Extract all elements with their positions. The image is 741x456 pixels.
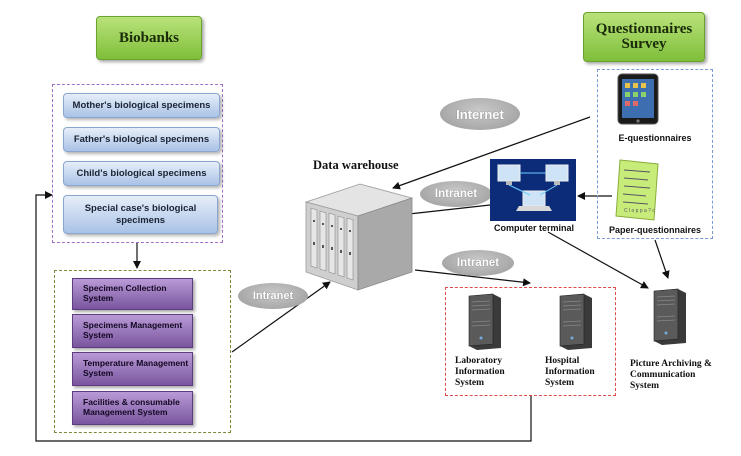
data-warehouse-title: Data warehouse [313, 158, 399, 172]
intranet-cloud-top: Intranet [420, 181, 492, 207]
biobank-item-label: Father's biological specimens [73, 133, 210, 145]
laboratory-server-icon [468, 293, 501, 350]
intranet-label: Intranet [456, 257, 500, 269]
questionnaires-group [597, 69, 713, 239]
biobank-item-mother: Mother's biological specimens [63, 93, 220, 118]
biobank-group [52, 84, 223, 243]
questionnaires-survey-title: Questionnaires Survey [583, 12, 705, 62]
biobank-item-label: Child's biological specimens [76, 167, 207, 179]
intranet-label: Intranet [434, 188, 478, 200]
arrow-equestionnaire-to-warehouse [392, 116, 591, 190]
computer-terminal-label: Computer terminal [493, 223, 574, 233]
intranet-label: Intranet [252, 290, 294, 302]
hospital-system-label: Hospital Information System [545, 356, 595, 388]
hospital-server-icon [559, 293, 592, 350]
system-label: Specimens Management System [83, 320, 183, 340]
system-specimen-collection: Specimen Collection System [72, 278, 193, 310]
pacs-system-label: Picture Archiving & Communication System [630, 359, 712, 391]
internet-label: Internet [456, 106, 504, 122]
computer-terminal-icon [490, 159, 576, 221]
system-label: Specimen Collection System [83, 283, 167, 303]
arrow-terminal-to-warehouse [399, 204, 491, 219]
system-specimens-management: Specimens Management System [72, 314, 193, 348]
intranet-cloud-middle: Intranet [442, 250, 514, 276]
questionnaires-title-line2: Survey [621, 36, 667, 52]
info-systems-group [445, 287, 616, 396]
arrow-paper-to-pacs [654, 239, 670, 279]
system-label: Facilities & consumable Management Syste… [83, 397, 180, 417]
arrow-systems-to-warehouse [231, 281, 331, 353]
e-questionnaires-label: E-questionnaires [618, 133, 692, 143]
laboratory-system-label: Laboratory Information System [455, 356, 505, 388]
paper-questionnaire-icon: C l o p p a ? c [615, 159, 659, 221]
arrow-terminal-to-pacs [547, 231, 649, 289]
biobanks-title: Biobanks [96, 16, 202, 60]
data-warehouse-server-icon [304, 183, 414, 291]
paper-questionnaires-label: Paper-questionnaires [608, 225, 702, 235]
tablet-icon [617, 73, 659, 125]
system-temperature-management: Temperature Management System [72, 352, 193, 386]
questionnaires-title-line1: Questionnaires [595, 21, 693, 37]
system-facilities-consumable: Facilities & consumable Management Syste… [72, 391, 193, 425]
intranet-cloud-left: Intranet [238, 283, 308, 309]
pacs-server-icon [653, 288, 686, 345]
biobank-item-label: Special case's biological specimens [84, 202, 197, 226]
biobanks-title-text: Biobanks [118, 29, 180, 46]
system-label: Temperature Management System [83, 358, 189, 378]
arrow-warehouse-to-info [414, 269, 531, 287]
arrow-info-loop-to-biobanks [35, 191, 532, 442]
biobank-item-label: Mother's biological specimens [72, 99, 211, 111]
biobank-item-child: Child's biological specimens [63, 161, 220, 186]
biobank-item-father: Father's biological specimens [63, 127, 220, 152]
paper-form-text: C l o p p a ? c [624, 208, 655, 214]
biobank-item-special-case: Special case's biological specimens [63, 195, 218, 234]
internet-cloud: Internet [440, 98, 520, 130]
systems-group [54, 270, 231, 433]
